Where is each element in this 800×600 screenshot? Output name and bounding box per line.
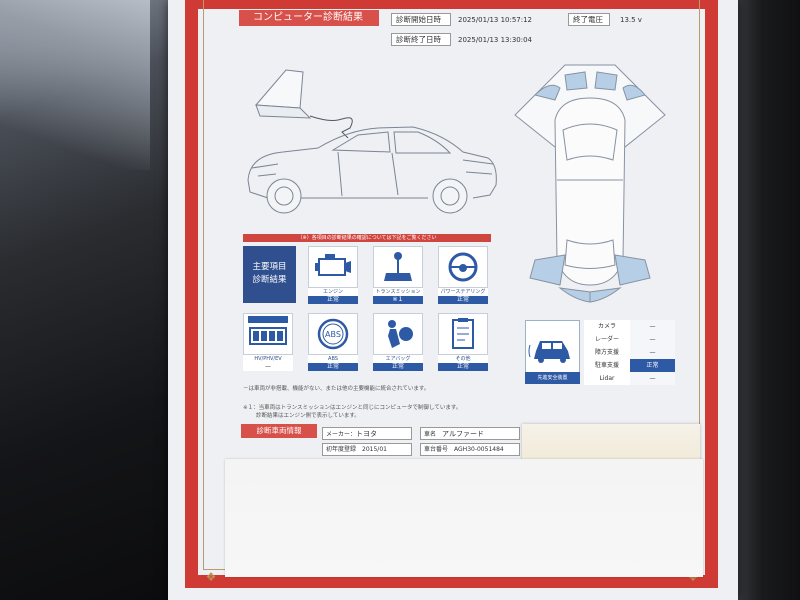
vin-value: AGH30-0051484 bbox=[454, 446, 504, 453]
sensor-value: — bbox=[630, 346, 675, 359]
note-line-2a: ※１：当車両はトランスミッションはエンジンと同じにコンピュータで制御しています。 bbox=[243, 405, 462, 411]
maker-label: メーカー bbox=[326, 431, 351, 438]
engine-icon bbox=[308, 246, 358, 288]
sensor-caption: 先進安全装置 bbox=[525, 372, 580, 384]
abs-icon: ABS bbox=[308, 313, 358, 355]
background-glare bbox=[0, 0, 150, 170]
start-time-value: 2025/01/13 10:57:12 bbox=[458, 16, 533, 24]
sensor-row: 駐車支援正常 bbox=[584, 359, 675, 372]
end-time-label: 診断終了日時 bbox=[391, 33, 451, 46]
sensor-value: 正常 bbox=[630, 359, 675, 372]
note-line-2b: 診断結果はエンジン側で表示しています。 bbox=[256, 413, 360, 419]
sensor-key: カメラ bbox=[584, 320, 630, 333]
background-right bbox=[735, 0, 800, 600]
maker-value: トヨタ bbox=[356, 430, 378, 438]
tile-abs: ABS ABS 正常 bbox=[308, 313, 358, 371]
sensor-key: Lidar bbox=[584, 372, 630, 385]
corner-ornament-icon: ❖ bbox=[687, 570, 699, 584]
tile-name: エアバッグ bbox=[373, 355, 423, 363]
sensor-value: — bbox=[630, 320, 675, 333]
sensor-row: Lidar— bbox=[584, 372, 675, 385]
decorative-red-frame bbox=[185, 0, 718, 588]
main-tile-line2: 診断結果 bbox=[252, 275, 287, 285]
vin-label: 車台番号 bbox=[424, 446, 449, 453]
corner-ornament-icon: ❖ bbox=[205, 570, 217, 584]
reg-value: 2015/01 bbox=[362, 446, 387, 453]
battery-icon bbox=[243, 313, 293, 355]
sensor-row: カメラ— bbox=[584, 320, 675, 333]
tile-status: ※１ bbox=[373, 296, 423, 304]
voltage-value: 13.5 v bbox=[620, 16, 642, 24]
car-side-diagram bbox=[247, 69, 497, 214]
steering-wheel-icon bbox=[438, 246, 488, 288]
model-value: アルファード bbox=[442, 430, 484, 438]
page-title: コンピューター診断結果 bbox=[239, 10, 379, 26]
sensor-value: — bbox=[630, 372, 675, 385]
sensor-key: レーダー bbox=[584, 333, 630, 346]
sensor-table: カメラ— レーダー— 障方支援— 駐車支援正常 Lidar— bbox=[525, 320, 675, 385]
tile-status: 正常 bbox=[438, 296, 488, 304]
model-field: 車名 アルファード bbox=[420, 427, 520, 440]
tile-status: — bbox=[243, 363, 293, 371]
tile-status: 正常 bbox=[308, 363, 358, 371]
tile-name: HV/PHV/EV bbox=[243, 355, 293, 363]
checklist-icon bbox=[438, 313, 488, 355]
tile-other: その他 正常 bbox=[438, 313, 488, 371]
voltage-label: 終了電圧 bbox=[568, 13, 610, 26]
section-banner: （※）各項目の診断結果の確認については下記をご覧ください bbox=[243, 234, 491, 242]
tile-airbag: エアバッグ 正常 bbox=[373, 313, 423, 371]
reg-label: 初年度登録 bbox=[326, 446, 357, 453]
sensor-row: 障方支援— bbox=[584, 346, 675, 359]
vehicle-info-title: 診断車両情報 bbox=[241, 424, 317, 438]
svg-text:ABS: ABS bbox=[325, 330, 341, 339]
tile-steering: パワーステアリング 正常 bbox=[438, 246, 488, 304]
main-tile-line1: 主要項目 bbox=[252, 262, 287, 272]
car-top-diagram bbox=[514, 64, 666, 303]
gear-shift-icon bbox=[373, 246, 423, 288]
tile-status: 正常 bbox=[308, 296, 358, 304]
tile-transmission: トランスミッション ※１ bbox=[373, 246, 423, 304]
tile-name: トランスミッション bbox=[373, 288, 423, 296]
start-time-label: 診断開始日時 bbox=[391, 13, 451, 26]
airbag-icon bbox=[373, 313, 423, 355]
sensor-value: — bbox=[630, 333, 675, 346]
tile-name: パワーステアリング bbox=[438, 288, 488, 296]
maker-field: メーカー：トヨタ bbox=[322, 427, 412, 440]
model-label: 車名 bbox=[424, 431, 437, 438]
note-line-1: －は車両が非搭載、機能がない、または他の主要機能に統合されています。 bbox=[243, 386, 430, 392]
reg-field: 初年度登録 2015/01 bbox=[322, 443, 412, 456]
tile-name: ABS bbox=[308, 355, 358, 363]
sensor-row: レーダー— bbox=[584, 333, 675, 346]
end-time-value: 2025/01/13 13:30:04 bbox=[458, 36, 533, 44]
vin-field: 車台番号 AGH30-0051484 bbox=[420, 443, 520, 456]
sensor-key: 障方支援 bbox=[584, 346, 630, 359]
cover-sticker-bottom bbox=[225, 459, 703, 577]
sensor-key: 駐車支援 bbox=[584, 359, 630, 372]
tile-hv: HV/PHV/EV — bbox=[243, 313, 293, 371]
main-result-tile: 主要項目 診断結果 bbox=[243, 246, 296, 303]
tile-name: エンジン bbox=[308, 288, 358, 296]
tile-name: その他 bbox=[438, 355, 488, 363]
tile-status: 正常 bbox=[373, 363, 423, 371]
tile-status: 正常 bbox=[438, 363, 488, 371]
tile-engine: エンジン 正常 bbox=[308, 246, 358, 304]
